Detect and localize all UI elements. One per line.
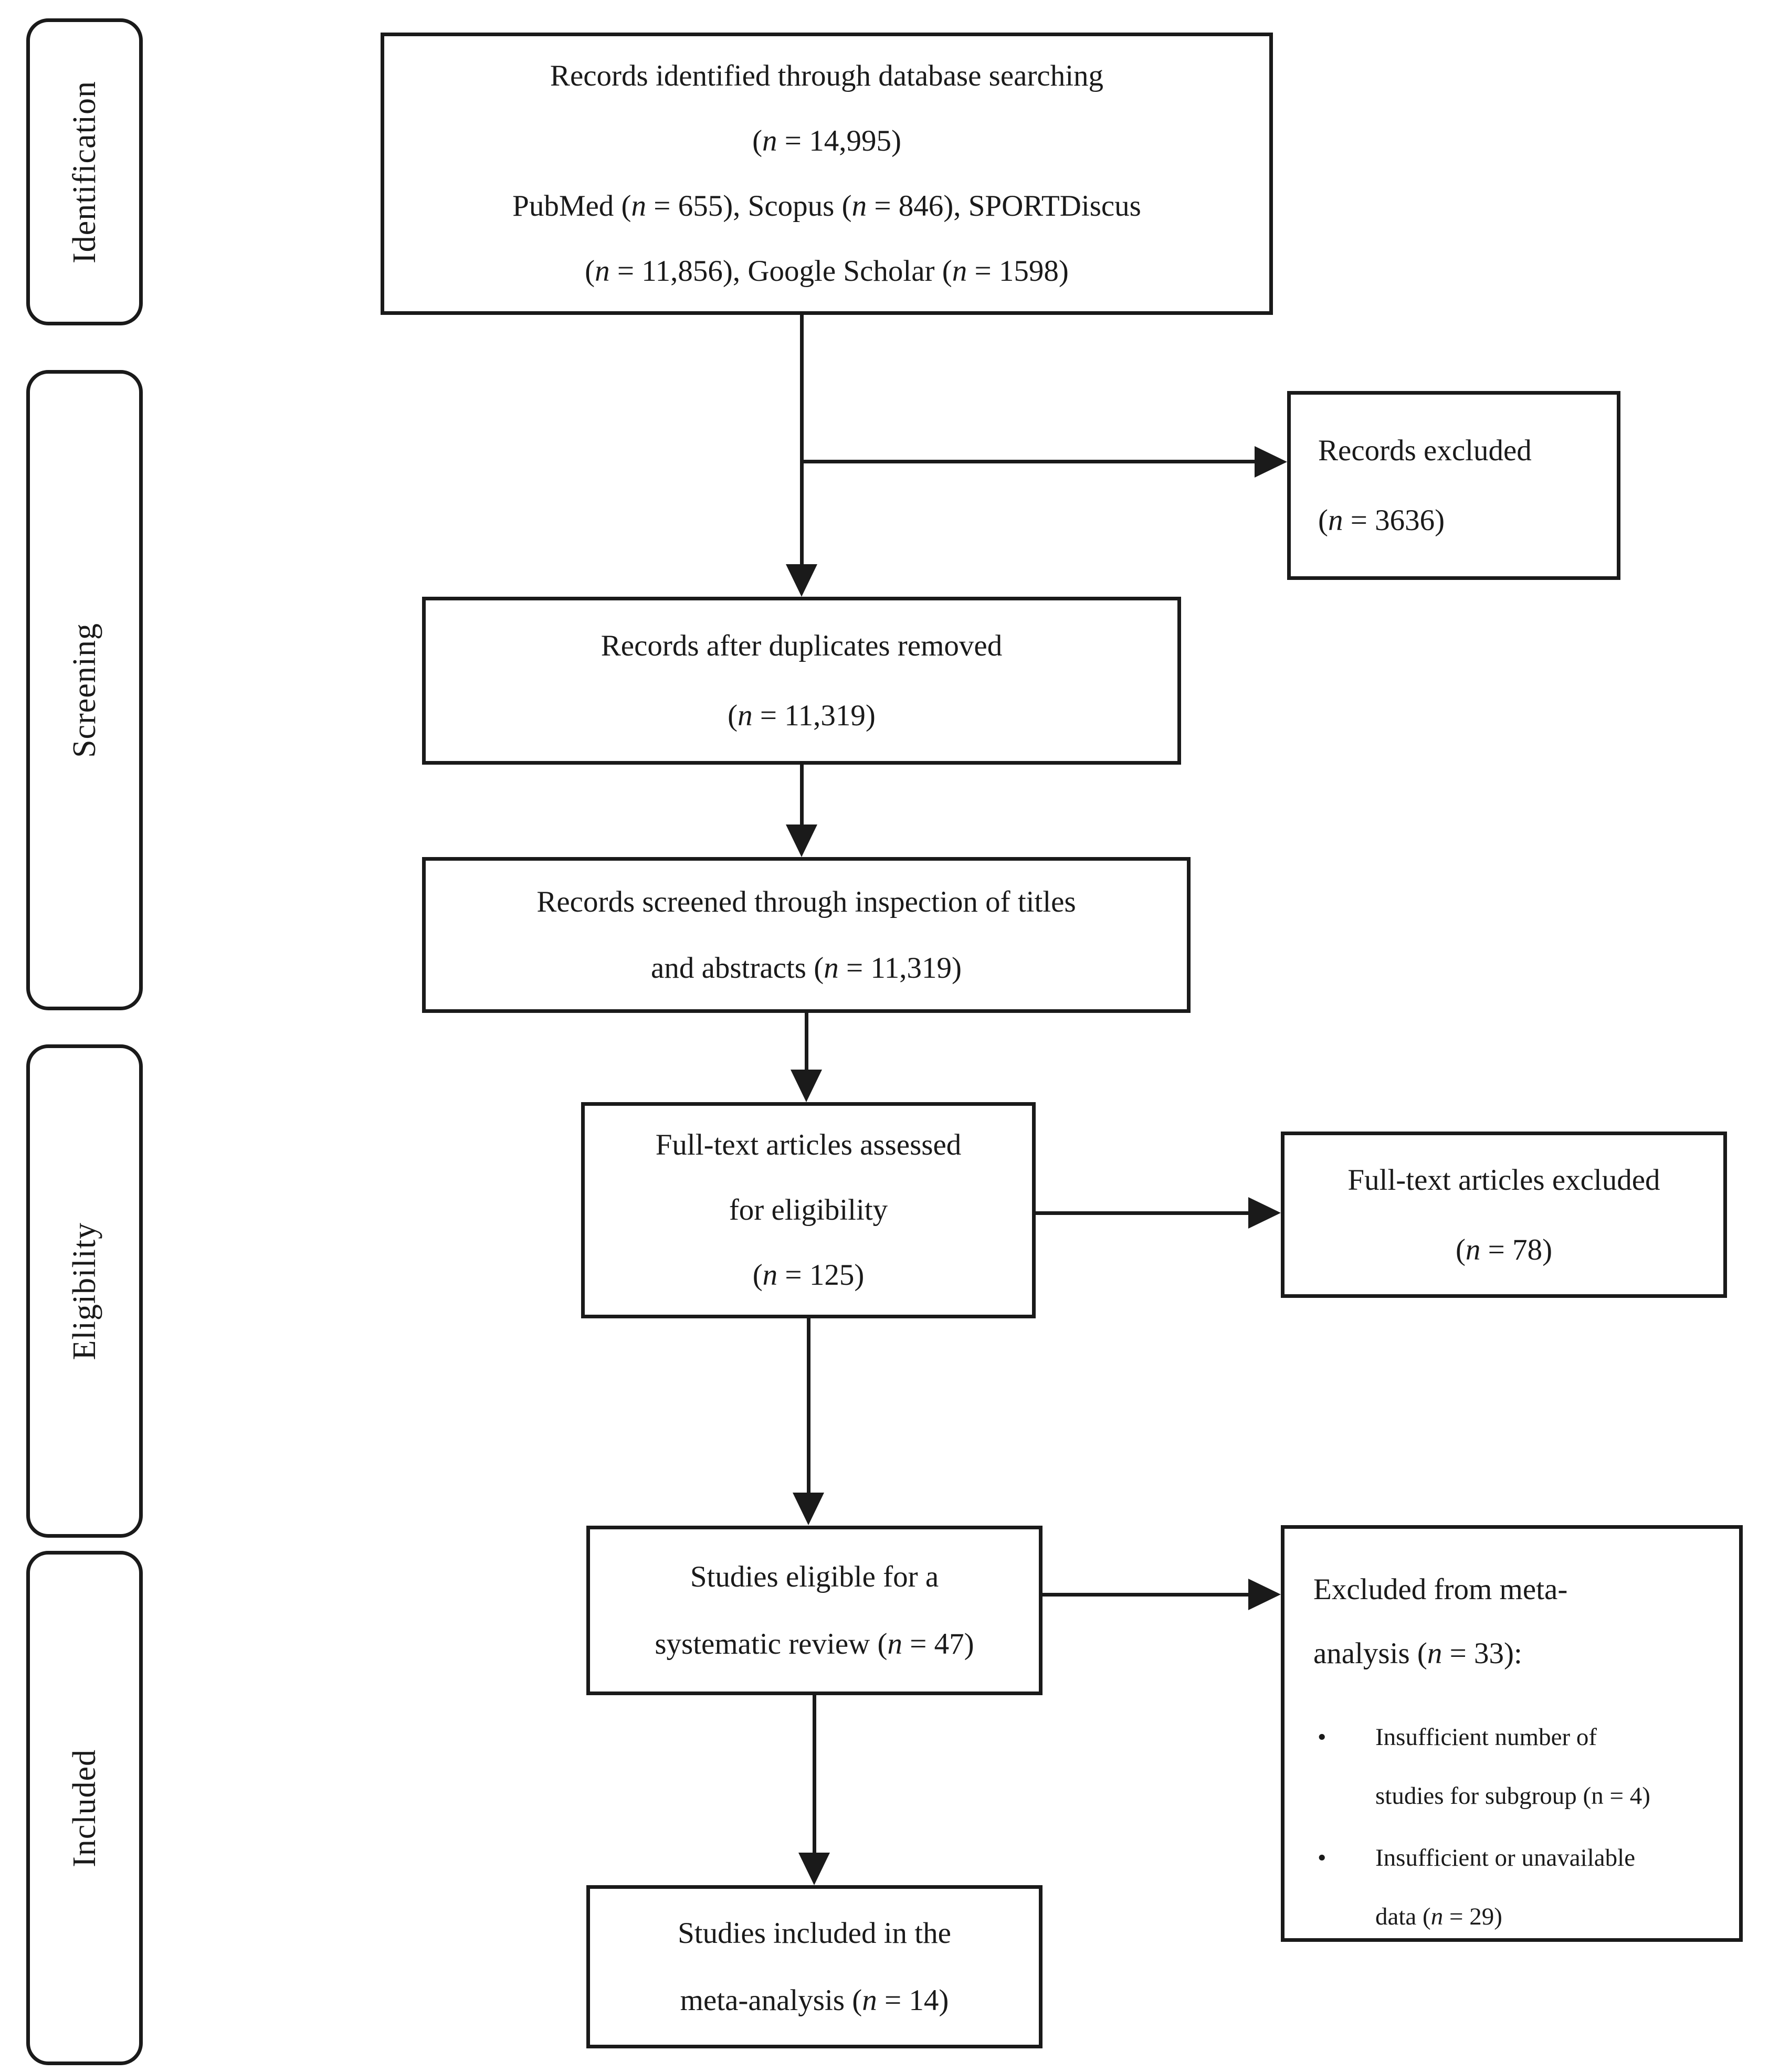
n-italic: n: [631, 189, 647, 223]
line: Full-text articles assessed: [655, 1128, 962, 1161]
line: systematic review (n = 47): [655, 1627, 974, 1661]
line: analysis (n = 33):: [1313, 1637, 1522, 1670]
arrow-duplicates-to-screened-line: [800, 765, 804, 826]
line: meta-analysis (n = 14): [680, 1983, 949, 2017]
box-meta-excluded: Excluded from meta- analysis (n = 33): •…: [1281, 1525, 1743, 1942]
box-eligible-systematic-review: Studies eligible for a systematic review…: [586, 1526, 1043, 1695]
n-italic: n: [862, 1983, 877, 2017]
arrow-eligible-to-included-head: [798, 1853, 830, 1885]
line: (n = 11,856), Google Scholar (n = 1598): [585, 255, 1069, 288]
arrow-branch-records-excluded-head: [1255, 446, 1287, 478]
line: (n = 125): [752, 1259, 865, 1292]
list-item: • Insufficient number of studies for subg…: [1313, 1708, 1718, 1825]
line: (n = 11,319): [728, 699, 876, 732]
stage-eligibility: Eligibility: [26, 1044, 143, 1538]
arrow-eligible-to-meta-excluded-head: [1248, 1579, 1281, 1610]
line: Insufficient or unavailable: [1375, 1844, 1636, 1872]
line: data (n = 29): [1375, 1903, 1502, 1930]
meta-excluded-reasons: • Insufficient number of studies for subg…: [1313, 1705, 1718, 1946]
stage-included: Included: [26, 1551, 143, 2065]
box-after-duplicates: Records after duplicates removed (n = 11…: [422, 597, 1181, 765]
bullet-icon: •: [1318, 1844, 1326, 1872]
n-italic: n: [595, 255, 610, 288]
line: Records excluded: [1318, 434, 1532, 467]
n-italic: n: [1427, 1637, 1442, 1670]
n-italic: n: [824, 951, 839, 985]
n-italic: n: [1465, 1233, 1481, 1266]
n-italic: n: [1328, 504, 1343, 537]
n-italic: n: [738, 699, 753, 732]
line: Studies included in the: [678, 1916, 951, 1950]
arrow-fulltext-to-excluded-line: [1036, 1211, 1249, 1215]
bullet-icon: •: [1318, 1724, 1326, 1751]
line: Records after duplicates removed: [601, 629, 1003, 662]
line: studies for subgroup (n = 4): [1375, 1782, 1650, 1810]
n-italic: n: [762, 124, 777, 157]
line: Insufficient number of: [1375, 1724, 1597, 1751]
box-records-identified: Records identified through database sear…: [381, 33, 1273, 315]
stage-identification: Identification: [26, 18, 143, 325]
arrow-branch-records-excluded-line: [802, 460, 1256, 463]
arrow-identified-to-duplicates-head: [786, 564, 817, 597]
n-italic: n: [762, 1259, 778, 1292]
stage-included-label: Included: [66, 1749, 102, 1867]
arrow-eligible-to-meta-excluded-line: [1043, 1593, 1249, 1597]
stage-screening: Screening: [26, 370, 143, 1010]
arrow-identified-to-duplicates-line: [800, 315, 804, 565]
line: Studies eligible for a: [690, 1560, 939, 1593]
box-records-excluded: Records excluded (n = 3636): [1287, 391, 1620, 580]
n-italic: n: [887, 1627, 903, 1661]
stage-eligibility-label: Eligibility: [66, 1222, 102, 1360]
box-fulltext-excluded: Full-text articles excluded (n = 78): [1281, 1132, 1727, 1298]
arrow-screened-to-fulltext-line: [805, 1013, 808, 1071]
line: Records screened through inspection of t…: [536, 885, 1076, 918]
line: for eligibility: [729, 1193, 888, 1227]
line: Records identified through database sear…: [550, 59, 1104, 92]
box-records-screened: Records screened through inspection of t…: [422, 857, 1191, 1013]
line: Full-text articles excluded: [1347, 1163, 1660, 1197]
arrow-duplicates-to-screened-head: [786, 824, 817, 857]
line: (n = 14,995): [752, 124, 901, 157]
box-included-meta: Studies included in the meta-analysis (n…: [586, 1885, 1043, 2048]
line: Excluded from meta-: [1313, 1573, 1568, 1606]
stage-identification-label: Identification: [66, 80, 102, 263]
line: (n = 3636): [1318, 504, 1445, 537]
line: (n = 78): [1455, 1233, 1553, 1266]
arrow-fulltext-to-excluded-head: [1248, 1197, 1281, 1229]
n-italic: n: [1430, 1903, 1444, 1930]
arrow-fulltext-to-eligible-line: [807, 1318, 810, 1494]
stage-screening-label: Screening: [66, 622, 102, 758]
line: and abstracts (n = 11,319): [651, 951, 962, 985]
arrow-fulltext-to-eligible-head: [793, 1493, 824, 1525]
list-item: • Insufficient or unavailable data (n = 2…: [1313, 1828, 1718, 1946]
n-italic: n: [952, 255, 967, 288]
arrow-screened-to-fulltext-head: [791, 1070, 822, 1102]
box-fulltext-assessed: Full-text articles assessed for eligibil…: [581, 1102, 1036, 1318]
arrow-eligible-to-included-line: [813, 1695, 816, 1854]
line: PubMed (n = 655), Scopus (n = 846), SPOR…: [512, 189, 1141, 223]
n-italic: n: [851, 189, 867, 223]
